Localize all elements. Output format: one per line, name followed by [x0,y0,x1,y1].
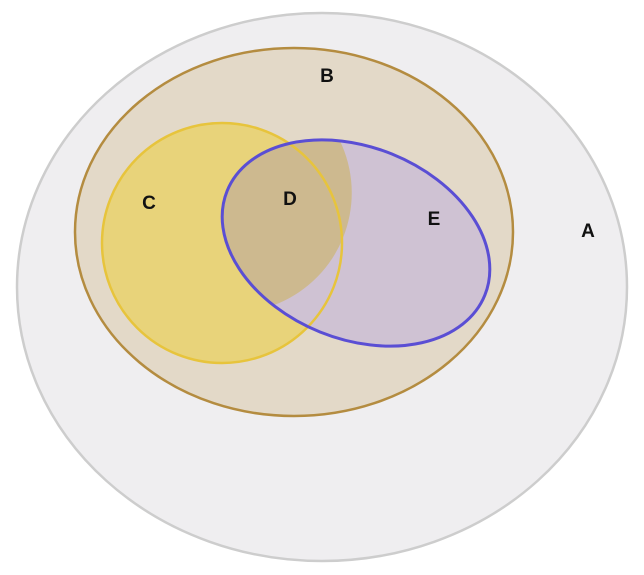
set-e-label: E [428,209,441,230]
set-c-outline [100,121,344,365]
set-c-label: C [142,193,156,214]
set-a-label: A [581,221,595,242]
set-b-label: B [320,66,334,87]
intersection-d-label: D [283,189,297,210]
set-e-outline [220,138,492,348]
